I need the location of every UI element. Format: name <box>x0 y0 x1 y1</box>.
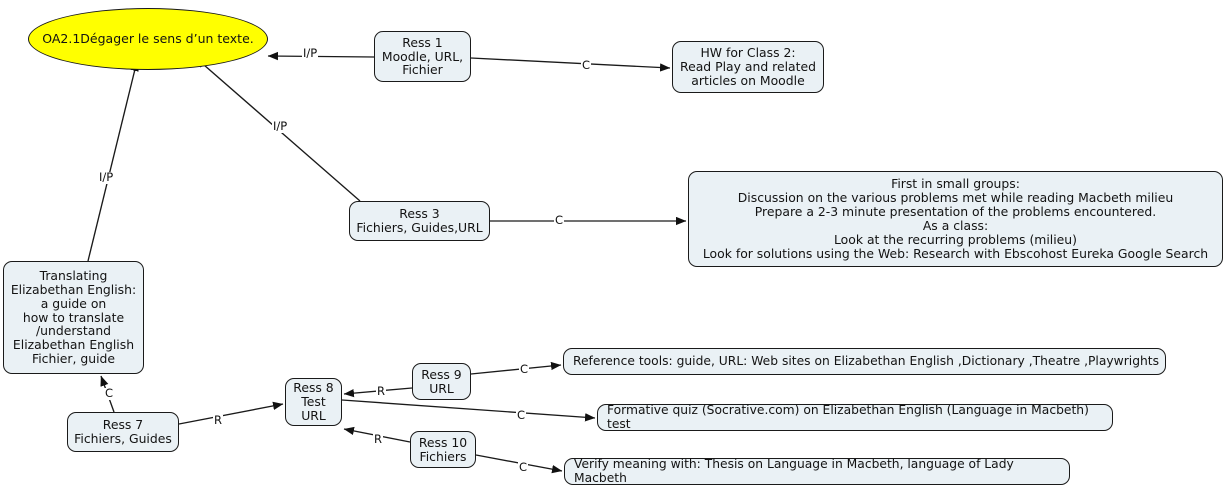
edge-ress8-to-quiz <box>341 399 596 422</box>
edge-ress3-to-activity-label: C <box>554 213 565 227</box>
edge-translating-to-goal-label: I/P <box>98 170 115 184</box>
ress-8-test-box[interactable]: Ress 8 Test URL <box>285 378 342 426</box>
edge-ress1-to-homework-label: C <box>581 58 592 72</box>
edge-translating-to-goal <box>87 60 139 262</box>
ress-3-box[interactable]: Ress 3 Fichiers, Guides,URL <box>349 201 490 241</box>
edge-ress7-to-ress8-label: R <box>213 413 223 427</box>
verify-meaning-box[interactable]: Verify meaning with: Thesis on Language … <box>564 457 1070 485</box>
edge-ress10-to-verify-label: C <box>518 460 529 474</box>
edge-ress9-to-reftools-label: C <box>519 362 530 376</box>
edge-ress3-to-goal-label: I/P <box>272 119 289 133</box>
ress-10-box[interactable]: Ress 10 Fichiers <box>410 431 476 468</box>
ress-9-box[interactable]: Ress 9 URL <box>412 363 471 400</box>
translating-guide-box[interactable]: Translating Elizabethan English: a guide… <box>3 261 144 374</box>
edge-ress7-to-ress8 <box>178 401 284 425</box>
ress-7-box[interactable]: Ress 7 Fichiers, Guides <box>67 412 179 452</box>
reference-tools-box[interactable]: Reference tools: guide, URL: Web sites o… <box>563 348 1166 375</box>
objective-ellipse[interactable]: OA2.1Dégager le sens d’un texte. <box>28 8 268 70</box>
edge-ress7-to-translating-label: C <box>104 386 115 400</box>
edge-ress8-to-quiz-label: C <box>516 408 527 422</box>
formative-quiz-box[interactable]: Formative quiz (Socrative.com) on Elizab… <box>597 403 1113 431</box>
edge-ress1-to-goal <box>267 51 375 61</box>
edge-ress1-to-goal-label: I/P <box>302 46 319 60</box>
ress-1-box[interactable]: Ress 1 Moodle, URL, Fichier <box>374 31 471 82</box>
edge-ress9-to-ress8-label: R <box>376 384 386 398</box>
homework-class2-box[interactable]: HW for Class 2: Read Play and related ar… <box>672 41 824 93</box>
edge-ress1-to-homework <box>470 57 671 72</box>
class-activity-box[interactable]: First in small groups: Discussion on the… <box>688 171 1223 267</box>
edge-ress10-to-ress8-label: R <box>373 432 383 446</box>
edge-ress9-to-reftools <box>470 361 562 375</box>
